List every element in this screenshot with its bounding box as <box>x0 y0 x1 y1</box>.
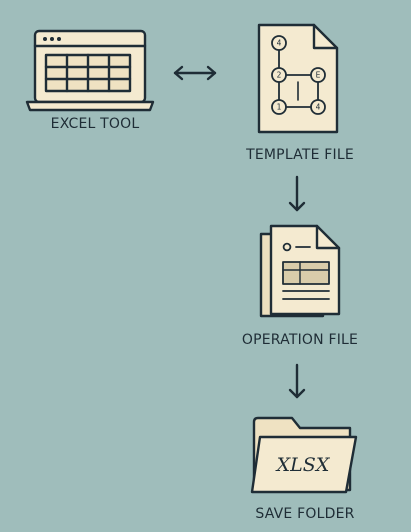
template-file-label: TEMPLATE FILE <box>246 147 354 163</box>
template-node-label: E <box>316 71 321 80</box>
document-flowchart-icon <box>257 23 339 134</box>
folder-text: XLSX <box>275 454 331 476</box>
down-arrow-icon <box>288 363 306 399</box>
laptop-spreadsheet-icon <box>25 29 155 112</box>
operation-file-label: OPERATION FILE <box>241 332 359 348</box>
save-folder-label: SAVE FOLDER <box>255 506 355 522</box>
down-arrow-icon <box>288 175 306 212</box>
template-node-label: 1 <box>277 103 282 112</box>
bidirectional-arrow-icon <box>173 65 217 81</box>
template-node-label: 2 <box>277 71 282 80</box>
excel-tool-label: EXCEL TOOL <box>50 116 140 132</box>
document-stack-icon <box>259 224 341 318</box>
template-node-labels: 4 2 E 1 4 <box>277 39 321 112</box>
template-node-label: 4 <box>316 103 321 112</box>
template-node-label: 4 <box>277 39 282 48</box>
folder-icon <box>250 416 358 494</box>
